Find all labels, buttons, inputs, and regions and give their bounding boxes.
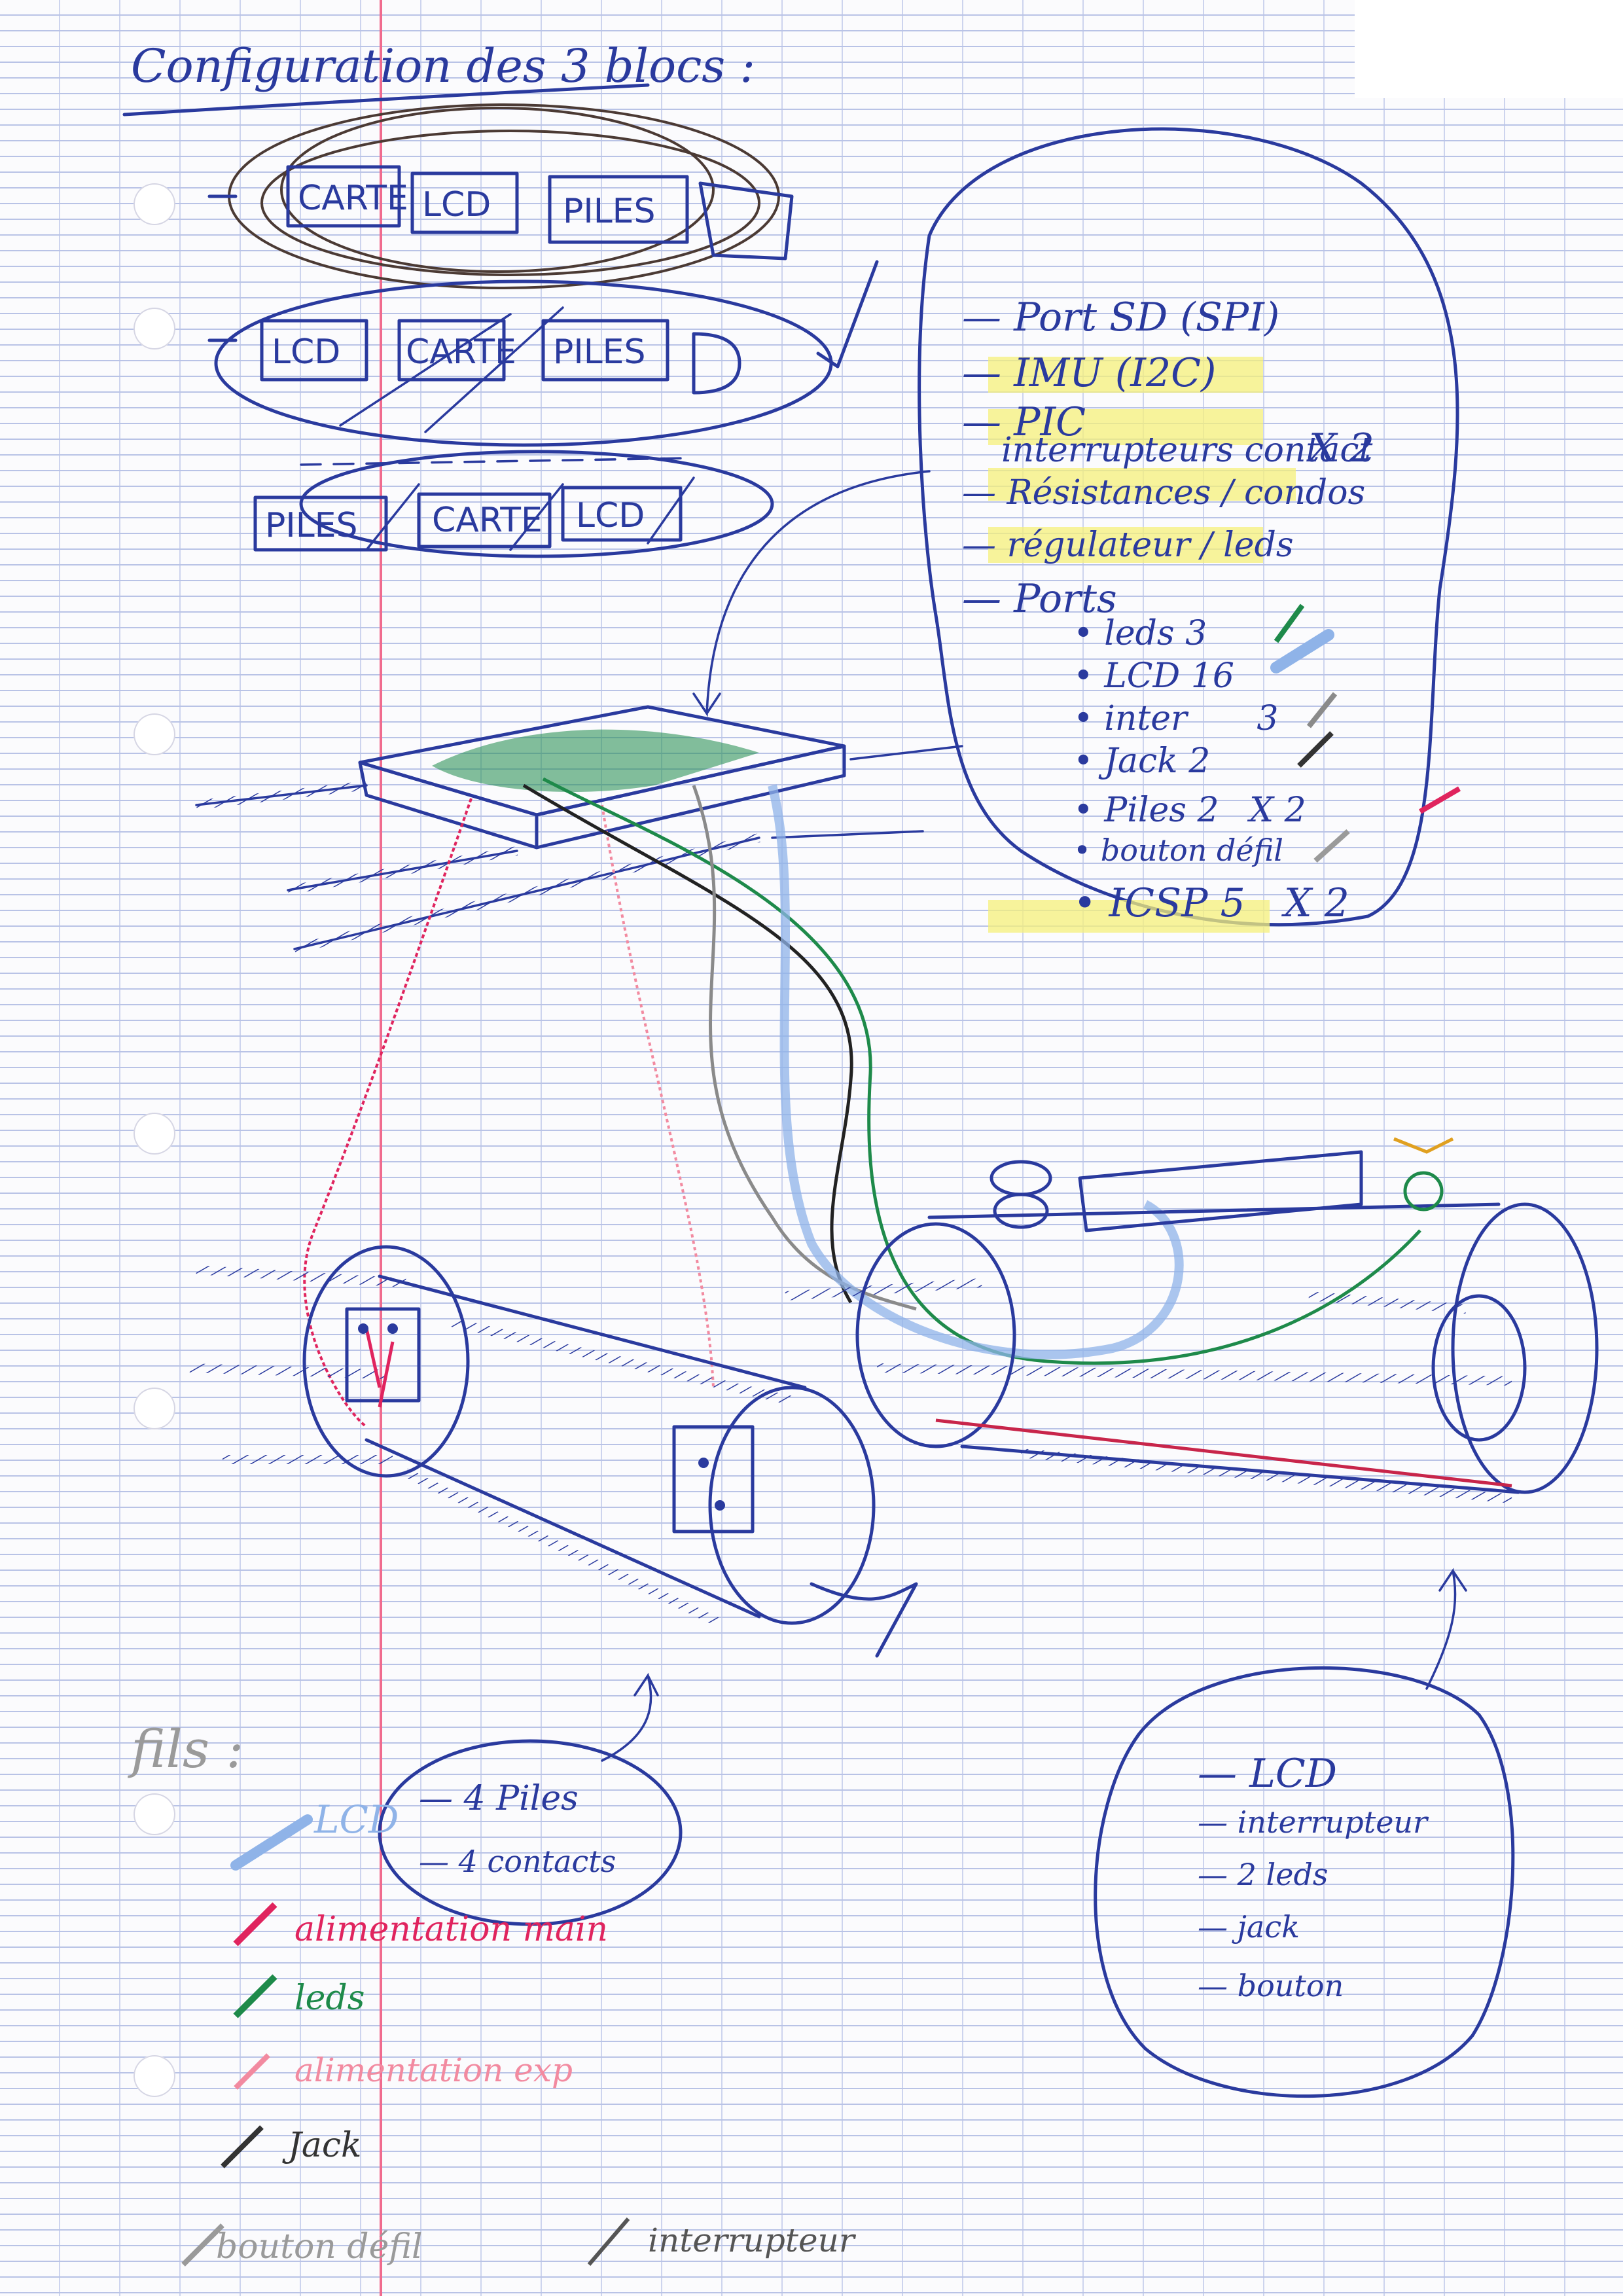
pointer-arrow <box>692 470 931 717</box>
color-swatch <box>1306 692 1338 728</box>
block-box-lcd <box>561 486 683 542</box>
port-item: • leds 3 <box>1073 614 1207 653</box>
legend-label: leds <box>294 1979 365 2018</box>
battery-block-drawing <box>189 1245 918 1658</box>
list-item: — Ports <box>962 576 1117 622</box>
binder-hole <box>134 183 175 225</box>
block-config-row-1: CARTE LCD PILES <box>207 103 794 289</box>
wire-alim-main <box>303 798 473 1428</box>
lcd-item: — 2 leds <box>1198 1857 1329 1892</box>
block-label: LCD <box>272 332 340 372</box>
port-item: • ICSP 5 X 2 <box>1073 880 1349 926</box>
port-item: • Jack 2 <box>1073 742 1210 781</box>
wires <box>303 777 1421 1428</box>
wire-lcd <box>768 784 1184 1359</box>
check-mark <box>816 260 879 368</box>
binder-hole <box>134 2055 175 2097</box>
binder-hole <box>134 308 175 350</box>
list-item: — PIC <box>962 399 1086 445</box>
color-swatch <box>1418 786 1461 814</box>
binder-hole <box>134 1793 175 1835</box>
block-label: PILES <box>563 192 656 231</box>
page-title: Configuration des 3 blocs : <box>131 39 755 93</box>
block-box-lcd <box>410 171 519 234</box>
legend-label: interrupteur <box>648 2221 857 2259</box>
port-item: • Piles 2 X 2 <box>1073 791 1306 830</box>
multiplier: X 2 <box>1306 425 1374 471</box>
port-item: • LCD 16 <box>1073 656 1234 696</box>
list-item: interrupteurs contact <box>1001 431 1372 470</box>
legend-swatch <box>233 1974 277 2018</box>
wire-jack <box>522 783 853 1304</box>
legend-swatch <box>221 2125 264 2168</box>
lcd-case-drawing <box>785 1137 1599 1503</box>
lcd-item: — interrupteur <box>1198 1804 1429 1840</box>
legend-swatch <box>181 2223 224 2267</box>
block-box-lcd <box>260 319 368 382</box>
color-swatch <box>1313 829 1350 863</box>
legend-title: fils : <box>128 1719 243 1780</box>
wire-legend: fils : LCD alimentation main leds alimen… <box>128 1719 857 2267</box>
pile-item: — 4 Piles <box>419 1779 579 1818</box>
title-underline <box>122 83 650 117</box>
list-item: — Port SD (SPI) <box>962 295 1279 340</box>
wire-alim-exp <box>601 804 715 1388</box>
legend-label: alimentation exp <box>294 2051 573 2089</box>
pile-block-bubble: — 4 Piles — 4 contacts <box>378 1672 683 1926</box>
legend-label: alimentation main <box>294 1910 608 1949</box>
legend-swatch <box>234 2053 270 2090</box>
block-label: CARTE <box>298 179 408 218</box>
block-label: PILES <box>265 506 358 545</box>
block-label: LCD <box>576 496 645 535</box>
wire-leds <box>542 777 1421 1365</box>
main-board-drawing <box>195 705 963 954</box>
block-label: LCD <box>422 185 491 224</box>
lcd-item: — jack <box>1198 1909 1300 1945</box>
block-label: CARTE <box>432 501 543 540</box>
lcd-block-bubble: — LCD — interrupteur — 2 leds — jack — b… <box>1094 1568 1515 2098</box>
block-box-carte <box>397 319 506 382</box>
legend-swatch <box>230 1814 313 1871</box>
block-box-piles <box>548 175 689 244</box>
port-item: • inter 3 <box>1073 699 1278 738</box>
binder-hole <box>134 713 175 755</box>
port-item: • bouton défil <box>1073 833 1283 868</box>
list-item: — Résistances / condos <box>962 473 1365 512</box>
color-swatch <box>1274 603 1305 643</box>
block-config-row-3: PILES CARTE LCD <box>253 450 774 558</box>
color-swatch <box>1270 629 1334 673</box>
ports-list: • leds 3 • LCD 16 • inter 3 • Jack 2 • P… <box>1073 603 1461 926</box>
legend-label: LCD <box>313 1797 399 1842</box>
legend-label: bouton défil <box>216 2227 423 2267</box>
color-swatch <box>1297 731 1334 768</box>
block-label: PILES <box>553 332 646 372</box>
binder-hole <box>134 1113 175 1155</box>
block-config-row-2: LCD CARTE PILES <box>207 260 879 447</box>
board-list-blob: — Port SD (SPI) — IMU (I2C) — PIC interr… <box>918 127 1461 933</box>
legend-label: Jack <box>282 2126 361 2165</box>
binder-hole <box>134 1388 175 1429</box>
block-box-carte <box>286 165 401 228</box>
list-item: — régulateur / leds <box>962 526 1294 565</box>
list-item: — IMU (I2C) <box>962 350 1216 396</box>
legend-swatch <box>587 2217 630 2266</box>
block-box-carte <box>417 492 552 548</box>
block-box-piles <box>541 319 669 382</box>
pile-item: — 4 contacts <box>419 1844 616 1879</box>
legend-swatch <box>233 1902 277 1946</box>
torn-corner <box>1355 0 1623 98</box>
lcd-item: — bouton <box>1198 1968 1344 2003</box>
lcd-item: — LCD <box>1198 1751 1337 1797</box>
